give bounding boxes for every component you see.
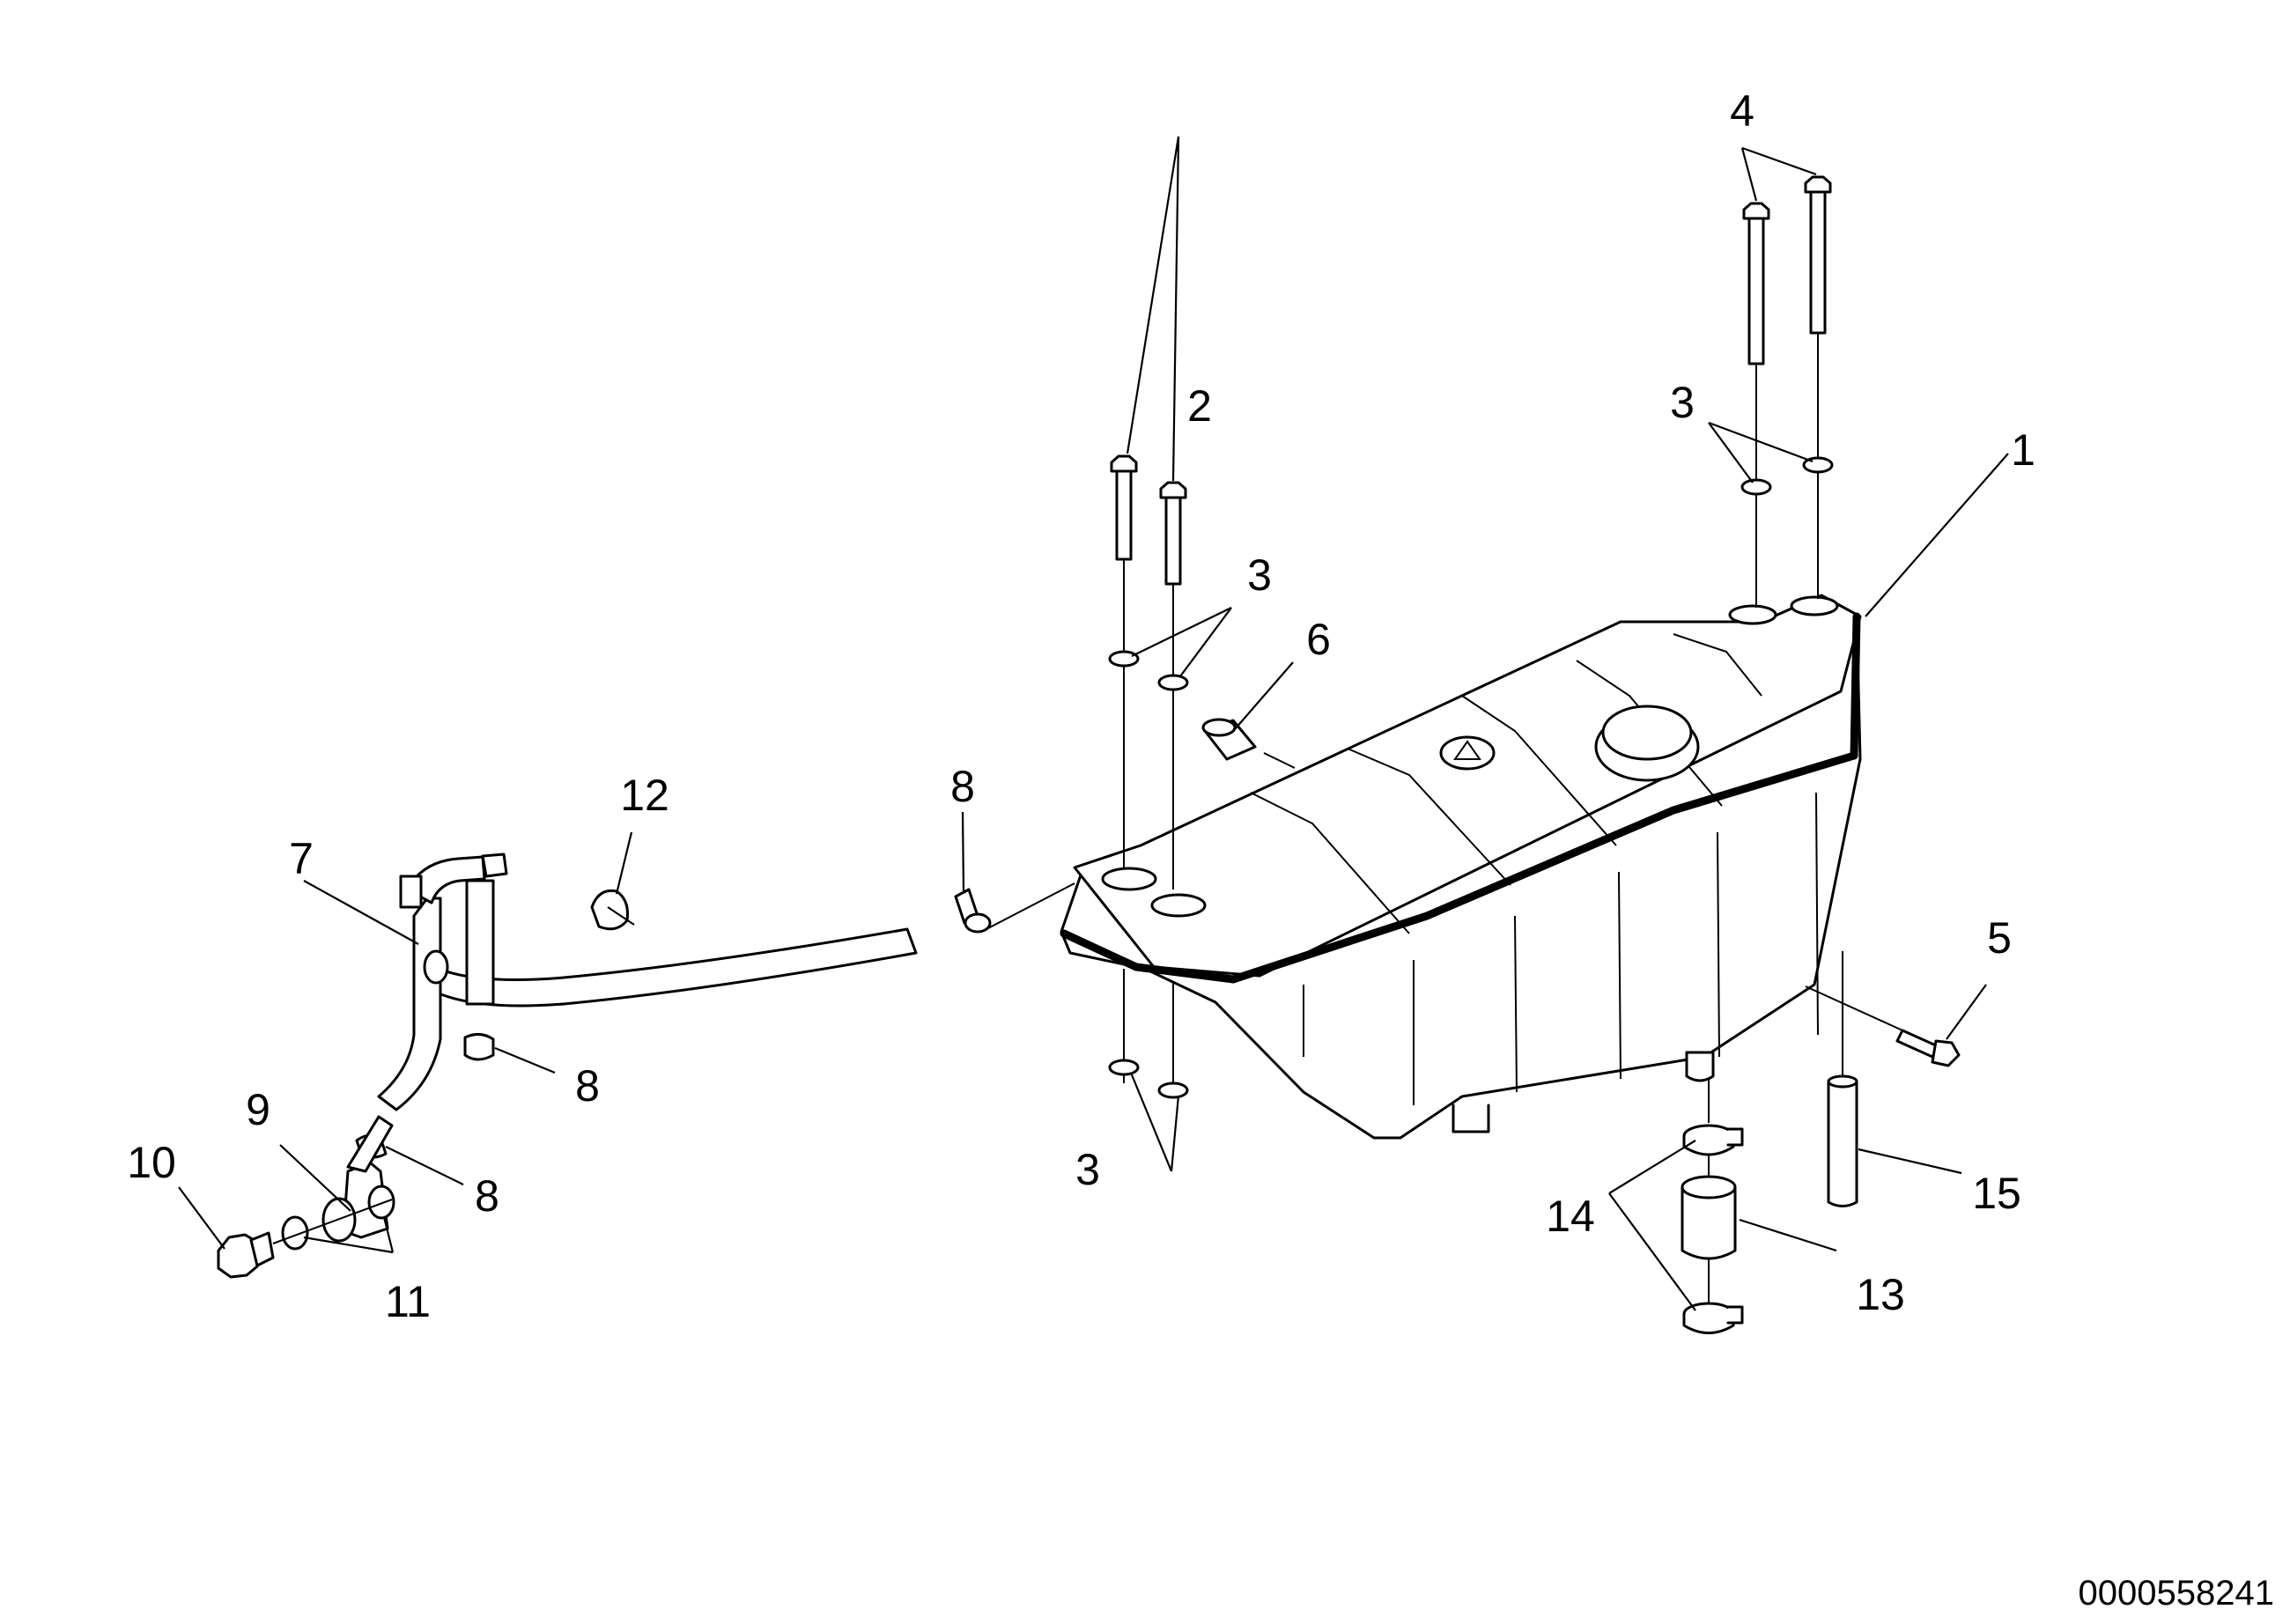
clamp-8-top [954,888,992,934]
expansion-tank [1060,594,1862,1140]
callout-6: 6 [1306,615,1331,664]
bolt-4-right [1804,175,1832,335]
hose-13 [1681,1175,1737,1260]
callout-11: 11 [385,1277,431,1326]
callout-8-middle: 8 [575,1061,600,1111]
callout-3-lower: 3 [1075,1145,1100,1194]
callout-9: 9 [246,1085,270,1134]
callouts: 1 2 3 3 3 4 5 6 7 8 8 8 9 10 11 12 13 14… [127,86,2035,1326]
clip-12 [590,889,635,931]
hose-15 [1827,1074,1858,1207]
callout-3-upper-right: 3 [1670,378,1695,427]
callout-3-upper-left: 3 [1247,550,1272,600]
clamp-14-bottom [1682,1302,1744,1334]
bolt-2-right [1159,481,1187,586]
callout-8-lower: 8 [475,1171,499,1221]
hose-7 [377,853,918,1111]
bolt-4-left [1742,202,1770,365]
connector-6 [1201,718,1257,761]
bolt-5 [1895,1029,1961,1067]
callout-7: 7 [289,834,314,883]
callout-1: 1 [2011,425,2035,475]
callout-4: 4 [1730,86,1754,136]
callout-15: 15 [1972,1169,2021,1218]
callout-13: 13 [1856,1270,1905,1319]
callout-8-top: 8 [950,762,975,811]
banjo-bolt-10 [217,1199,393,1279]
clamp-14-top [1682,1124,1744,1156]
callout-14: 14 [1546,1192,1595,1241]
washers-3 [1108,456,1834,1099]
seal-11-left [281,1215,309,1251]
seal-11-right [367,1185,395,1220]
drawing-number: 0000558241 [2079,1574,2274,1613]
callout-12: 12 [620,771,669,820]
callout-5: 5 [1987,913,2012,963]
bolt-2-left [1110,454,1138,561]
banjo-fitting-9 [321,1115,394,1243]
clamp-8-middle [463,1033,495,1061]
leader-lines [178,136,2009,1311]
callout-10: 10 [127,1138,176,1187]
callout-2: 2 [1187,381,1212,431]
